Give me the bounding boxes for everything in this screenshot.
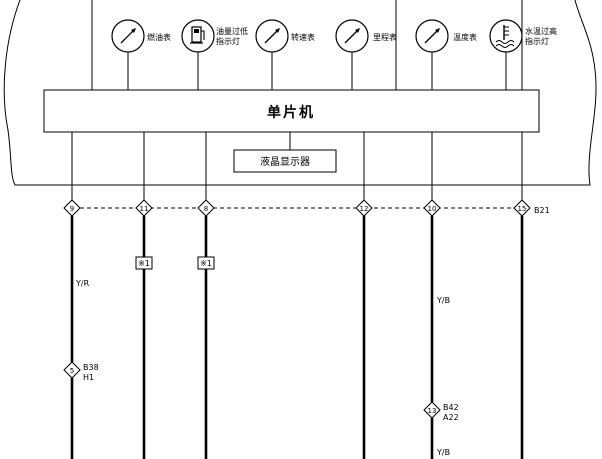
lower-connector-pin: 5	[63, 361, 81, 379]
svg-text:13: 13	[428, 407, 437, 415]
connector-pin: 9	[63, 199, 81, 217]
connector-ref-label: A22	[443, 413, 459, 422]
connector-ref-label: B42	[443, 403, 459, 412]
connector-ref-label: B38	[83, 363, 99, 372]
connector-pin: 12	[355, 199, 373, 217]
gauge-label-line1: 油量过低	[216, 26, 248, 36]
gauge-odometer: 里程表	[335, 19, 397, 53]
gauge-label-line1: 水温过高	[525, 26, 557, 36]
splice-marker: ※1	[135, 256, 153, 270]
svg-text:※1: ※1	[200, 259, 212, 268]
harness-wires	[70, 216, 524, 459]
svg-text:5: 5	[70, 367, 74, 375]
connector-pin: 10	[423, 199, 441, 217]
gauge-label: 温度表	[453, 32, 477, 42]
connector-ref-label: H1	[83, 373, 94, 382]
gauge-label-line2: 指示灯	[216, 36, 240, 46]
wire-color-label: Y/R	[75, 279, 90, 288]
wire-color-label: Y/B	[436, 448, 450, 457]
gauge-wires	[91, 0, 523, 90]
lcd-label: 液晶显示器	[260, 155, 310, 168]
needle-gauge-icon	[120, 28, 136, 44]
connector-pin: 11	[135, 199, 153, 217]
lower-connector-pin: 13	[423, 401, 441, 419]
gauge-label-line2: 指示灯	[525, 36, 549, 46]
needle-gauge-icon	[344, 28, 360, 44]
gauge-tachometer: 转速表	[255, 19, 315, 53]
connector-ref-label: B21	[534, 206, 550, 215]
lcd-block: 液晶显示器	[233, 149, 337, 173]
gauge-label: 转速表	[291, 32, 315, 42]
gauge-label: 燃油表	[147, 32, 171, 42]
coolant-temp-icon	[495, 25, 515, 48]
svg-text:15: 15	[518, 205, 527, 213]
gauge-fuel: 燃油表	[111, 19, 171, 53]
needle-gauge-icon	[424, 28, 440, 44]
svg-text:9: 9	[70, 205, 74, 213]
mcu-label: 单片机	[267, 104, 315, 121]
instrument-cluster-outline	[3, 0, 597, 186]
splice-marker: ※1	[197, 256, 215, 270]
mcu-output-wires	[71, 132, 523, 200]
gauge-temperature: 温度表	[415, 19, 477, 53]
svg-text:10: 10	[428, 205, 437, 213]
gauge-coolant-overheat-indicator: 水温过高 指示灯	[489, 19, 557, 53]
wire-color-label: Y/B	[436, 296, 450, 305]
mcu-block: 单片机	[43, 89, 540, 133]
svg-text:11: 11	[140, 205, 149, 213]
svg-text:12: 12	[360, 205, 369, 213]
connector-pin: 15	[513, 199, 531, 217]
needle-gauge-icon	[264, 28, 280, 44]
gauge-label: 里程表	[373, 32, 397, 42]
connector-pin: 8	[197, 199, 215, 217]
svg-text:※1: ※1	[138, 259, 150, 268]
gauge-low-fuel-indicator: 油量过低 指示灯	[181, 19, 248, 53]
fuel-pump-icon	[190, 26, 205, 44]
svg-text:8: 8	[204, 205, 208, 213]
